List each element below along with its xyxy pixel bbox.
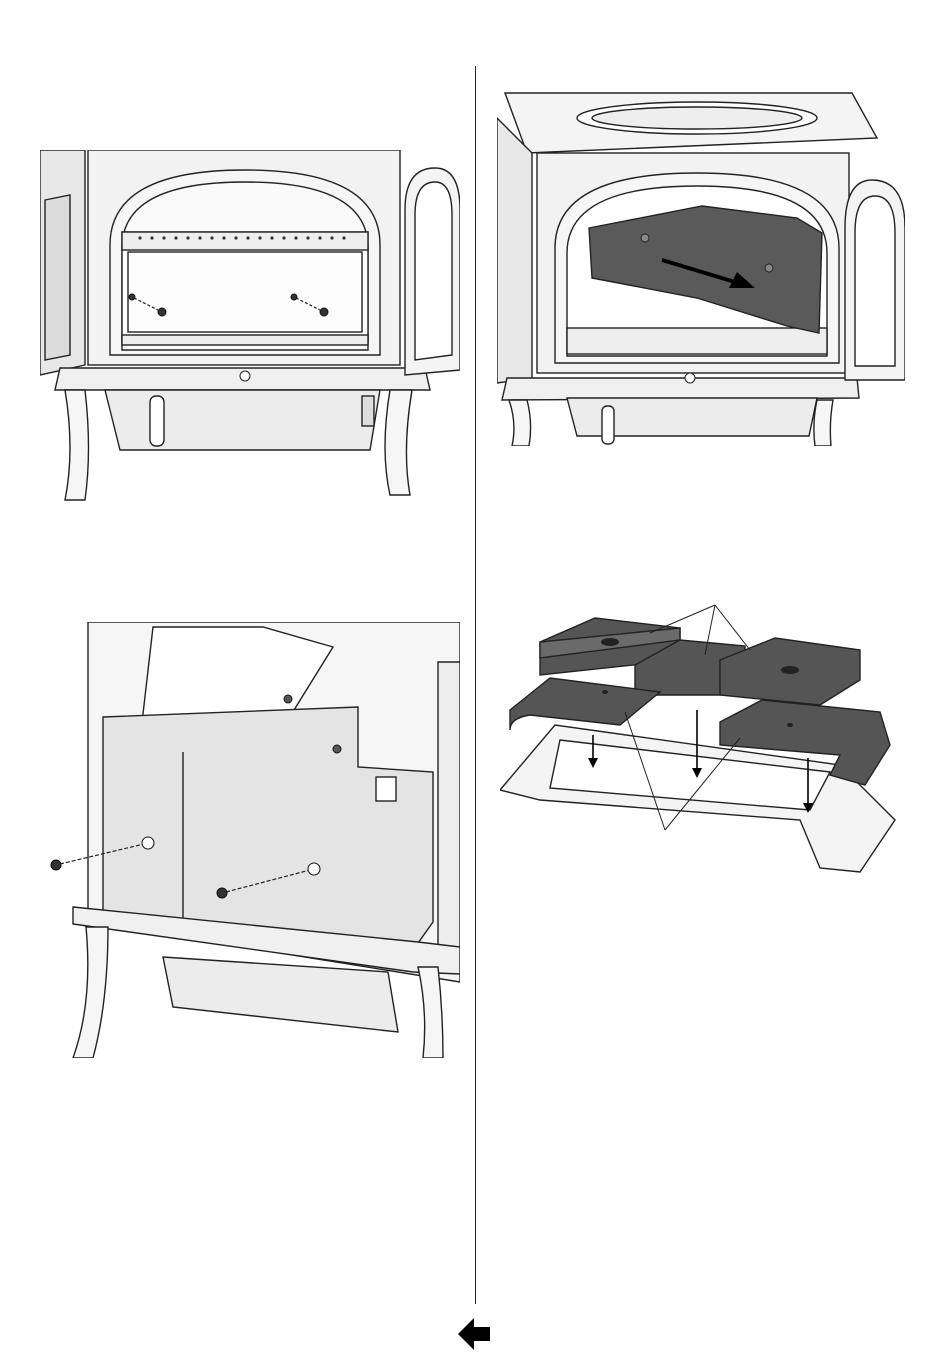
figure-rear-panel-screws: [48, 622, 460, 1058]
stove-rear-illustration: [48, 622, 460, 1058]
figure-baffle-removal: [497, 88, 905, 446]
firebrick-illustration: [500, 600, 900, 875]
figure-firebrick-tray: [500, 600, 900, 875]
column-divider: [475, 66, 476, 1304]
figure-front-baffle-screws: [40, 150, 460, 505]
left-arrow-icon[interactable]: [456, 1316, 492, 1352]
stove-front-illustration: [40, 150, 460, 505]
stove-baffle-illustration: [497, 88, 905, 446]
